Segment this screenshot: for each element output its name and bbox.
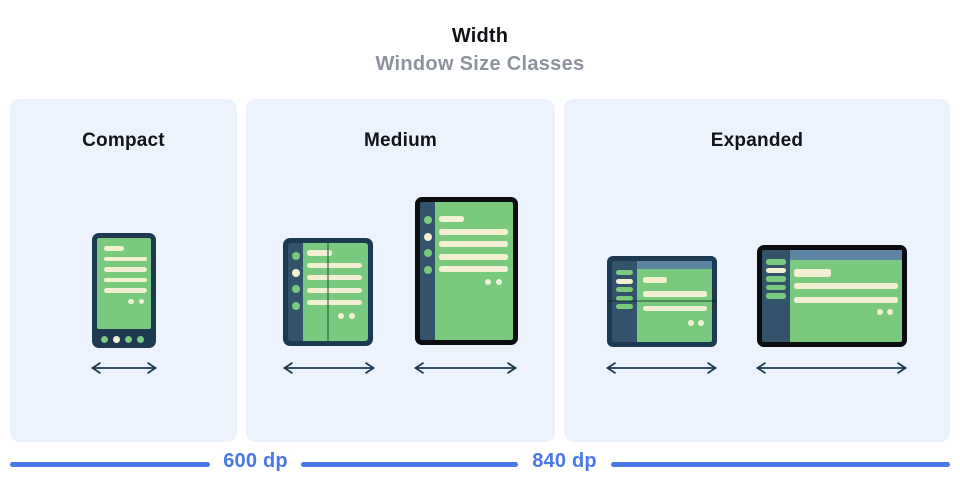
tablet-screen [435,202,513,340]
foldable-landscape-illustration [607,256,717,347]
foldable-screen [303,243,368,341]
sidebar-line [766,259,786,265]
text-line [439,228,508,235]
content-dots [794,309,898,315]
text-line [794,283,898,289]
content-dots [307,312,362,319]
breakpoint-line-segment [301,462,518,467]
sidebar-dot [291,301,300,310]
text-line [307,262,362,268]
text-line [794,297,898,303]
text-line [439,216,464,222]
breakpoint-label-600dp: 600 dp [223,450,288,472]
text-line [643,291,707,297]
sidebar-dot [423,216,432,224]
tablet-screen [790,250,902,342]
width-arrow-icon [413,362,518,374]
width-arrow-icon [755,362,908,374]
top-app-bar [637,261,712,269]
text-line [794,269,831,277]
diagram-subtitle: Window Size Classes [375,53,585,75]
text-line [104,277,147,282]
width-arrow-icon [605,362,718,374]
content-dot [877,309,883,315]
sidebar-dot [423,265,432,274]
text-line [307,275,362,280]
sidebar [762,250,790,342]
sidebar-line [766,276,786,282]
sidebar-line [766,293,786,299]
top-app-bar [790,250,902,260]
nav-dot [137,336,144,343]
sidebar-line [766,284,786,290]
content-dot [138,298,144,304]
text-line [104,246,124,251]
nav-dot [113,336,120,343]
content-dot [688,320,694,326]
phone-screen [97,238,151,329]
panel-compact: Compact [10,99,237,442]
fold-crease-line [607,300,717,302]
content-dots [643,320,707,326]
phone-portrait-illustration [92,233,156,348]
text-line [104,256,147,261]
sidebar-line [616,295,633,301]
diagram-header: Width Window Size Classes [0,25,960,75]
sidebar-dot [423,232,432,241]
text-line [643,277,667,283]
tablet-portrait-illustration [415,197,518,345]
content-dot [338,312,344,319]
sidebar-line [616,287,633,292]
text-line [307,250,332,256]
breakpoint-line-segment [10,462,210,467]
sidebar-line [616,278,633,284]
width-arrow-icon [282,362,376,374]
text-line [439,266,508,272]
breakpoint-line-segment [611,462,950,467]
content-dot [496,278,502,285]
tablet-landscape-illustration [757,245,907,347]
screen-content [790,260,902,315]
sidebar-line [766,267,786,273]
sidebar [420,202,435,340]
foldable-portrait-illustration [283,238,373,346]
content-dot [485,278,491,285]
panel-title-expanded: Expanded [710,130,804,151]
content-dot [887,309,893,315]
panel-title-medium: Medium [364,130,437,151]
sidebar-dot [291,252,300,260]
text-line [643,305,707,311]
sidebar-dot [423,249,432,257]
panel-medium: Medium [246,99,555,442]
content-dots [439,278,506,285]
sidebar-dot [291,285,300,293]
nav-dot [101,336,108,343]
sidebar-dot [291,268,300,277]
content-dots [104,298,147,304]
panel-title-compact: Compact [82,130,165,151]
content-dot [698,320,704,326]
sidebar [288,243,303,341]
text-line [439,253,508,260]
phone-nav-bar [101,336,144,343]
sidebar-line [616,270,633,275]
screen-content [637,261,712,326]
fold-crease-line [327,242,329,342]
content-dot [349,312,355,319]
sidebar-line [616,304,633,309]
text-line [307,287,362,293]
sidebar [612,261,637,342]
panel-expanded: Expanded [564,99,950,442]
breakpoint-label-840dp: 840 dp [532,450,597,472]
text-line [104,288,147,293]
nav-dot [125,336,132,343]
diagram-title: Width [451,25,509,47]
text-line [439,241,508,247]
text-line [104,267,147,272]
content-dot [128,298,134,304]
width-arrow-icon [90,362,158,374]
text-line [307,300,362,305]
foldable-screen [637,261,712,342]
